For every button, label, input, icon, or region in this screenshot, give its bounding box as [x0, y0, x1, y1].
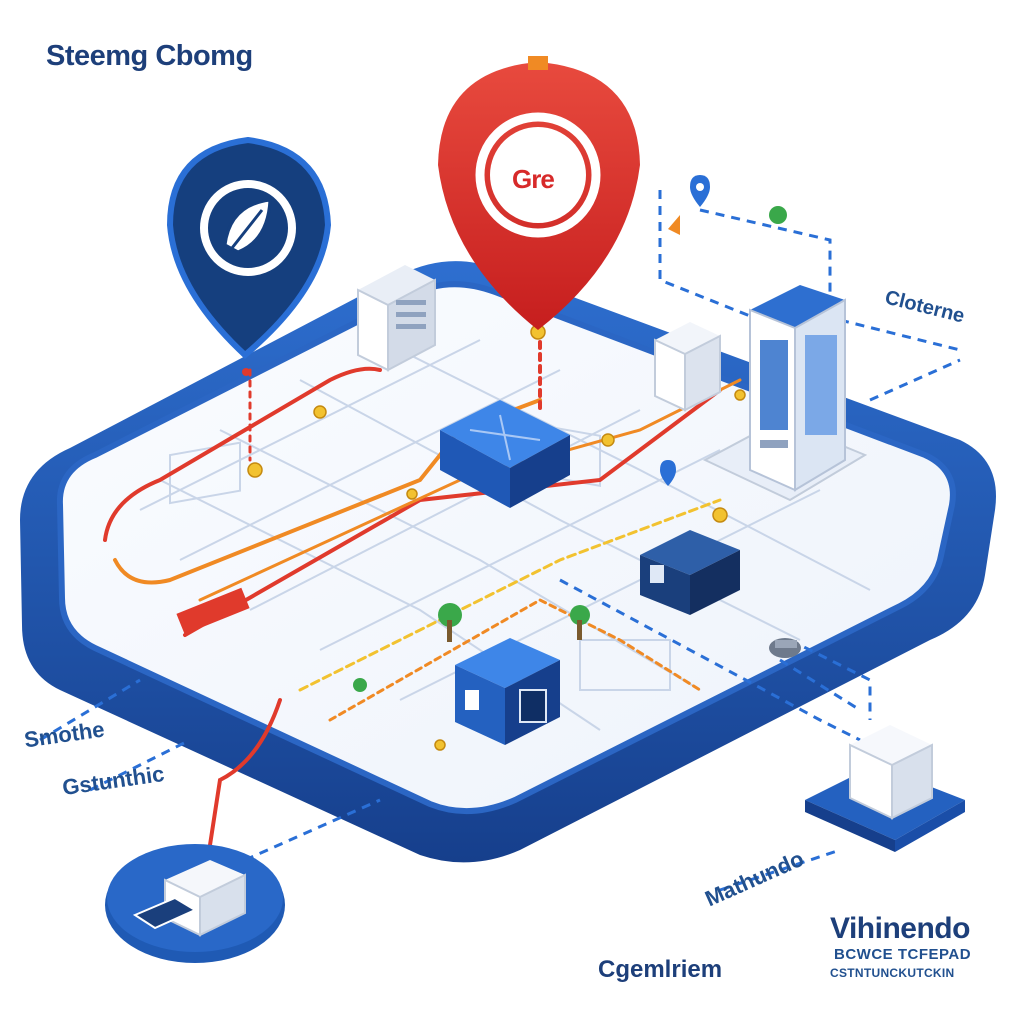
junction-nodes	[247, 324, 746, 751]
route-marker-bar	[176, 587, 250, 635]
vendor-tagline: CSTNTUNCKUTCKIN	[830, 966, 955, 980]
small-pins	[660, 175, 710, 486]
red-location-pin	[438, 56, 640, 330]
vendor-subtitle: BCWCE TCFEPAD	[834, 946, 972, 963]
data-center-tower	[702, 285, 868, 502]
diagram-title: Steemg Cbomg	[46, 40, 253, 72]
vendor-name: Vihinendo	[830, 912, 970, 945]
trees	[353, 206, 787, 692]
server-tower-left	[357, 265, 436, 372]
printer-disc-left	[105, 844, 285, 963]
dashed-connectors	[39, 190, 961, 892]
server-pedestal-right	[805, 725, 965, 852]
white-cabinet-center	[654, 322, 721, 412]
leaf-icon	[223, 198, 272, 254]
router-device	[769, 638, 801, 658]
blue-router-box	[440, 400, 570, 508]
blue-cube-bottom	[455, 638, 560, 745]
navy-location-pin	[166, 136, 332, 376]
label-bottom: Cgemlriem	[598, 956, 723, 983]
navy-building	[640, 530, 740, 615]
red-pin-label: Gre	[512, 164, 555, 194]
